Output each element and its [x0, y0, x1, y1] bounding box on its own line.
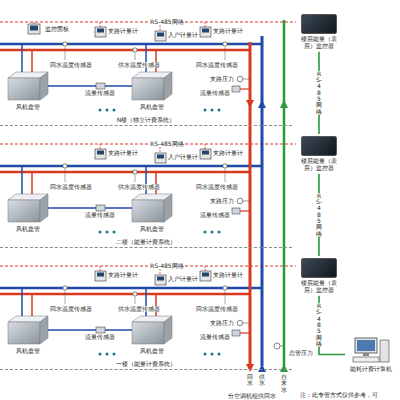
floor-title: 二楼（能量计费系统） — [114, 239, 178, 245]
part-label: 风机盘管 — [140, 226, 164, 232]
flow-arrow — [280, 100, 288, 108]
part-label: 支路计量计 — [213, 150, 243, 156]
part-label: RS-485网络 — [150, 19, 184, 25]
computer-monitor — [355, 338, 377, 353]
part-label: 流量传感器 — [85, 90, 115, 96]
part-label: 支路计量计 — [108, 272, 138, 278]
part-label: 分空调机组供回水 — [228, 393, 276, 399]
edge-label: RS-485网络 — [316, 303, 322, 347]
control-panel-screen — [30, 26, 38, 31]
node-label: 楼层能量（表层）监控器 — [298, 158, 340, 172]
part-label: 入户计量计 — [168, 276, 198, 282]
part-label: 回水温度传感器 — [196, 306, 238, 312]
part-label: 支路计量计 — [108, 150, 138, 156]
part-label: 回水温度传感器 — [196, 184, 238, 190]
monitor-screen — [301, 258, 337, 278]
flow-arrow — [258, 100, 266, 108]
edge-label: RS-485网络 — [316, 193, 322, 237]
bus-drop — [34, 22, 35, 24]
floor-monitor: 楼层能量（表层）监控器 — [296, 256, 342, 296]
water-riser — [283, 20, 286, 366]
part-label: 入户计量计 — [168, 32, 198, 38]
floor-monitor: 楼层能量（表层）监控器 — [296, 12, 342, 52]
computer-icon — [351, 336, 391, 364]
return-riser — [261, 36, 264, 366]
node-label: 能耗计费计算机 — [347, 366, 395, 373]
monitor-screen — [301, 14, 337, 34]
node-label: 楼层能量（表层）监控器 — [298, 280, 340, 294]
flow-arrow — [246, 100, 254, 108]
computer-screen — [357, 340, 375, 351]
part-label: 监控面板 — [45, 26, 69, 32]
computer-tower — [380, 340, 389, 362]
part-label: 支路压力 — [210, 76, 234, 82]
part-label: 支路压力 — [210, 320, 234, 326]
rs485-link — [319, 296, 345, 355]
part-label: 供水 — [259, 374, 265, 387]
part-label: 供水温度传感器 — [118, 62, 160, 68]
floor-illustration — [0, 266, 296, 356]
floor-title: N楼（独立计费系统） — [115, 117, 178, 123]
part-label: 风机盘管 — [16, 104, 40, 110]
part-label: 总管压力 — [289, 350, 313, 356]
flow-arrow — [246, 364, 254, 372]
keyboard — [353, 357, 379, 362]
edge-label: RS-485网络 — [316, 71, 322, 115]
part-label: 流量传感器 — [200, 334, 230, 340]
control-panel-icon — [28, 24, 40, 34]
monitor-screen — [301, 136, 337, 156]
floor-illustration — [0, 22, 296, 112]
part-label: 流量传感器 — [85, 334, 115, 340]
billing-computer: 能耗计费计算机 — [345, 334, 397, 375]
part-label: 流量传感器 — [200, 212, 230, 218]
pressure-gauge — [274, 343, 280, 349]
floor-illustration — [0, 144, 296, 234]
flow-arrow — [258, 364, 266, 372]
part-label: 风机盘管 — [16, 348, 40, 354]
part-label: 风机盘管 — [16, 226, 40, 232]
part-label: 自来水 — [281, 374, 287, 393]
part-label: 支路计量计 — [213, 28, 243, 34]
part-label: 回水温度传感器 — [50, 62, 92, 68]
part-label: 流量传感器 — [200, 90, 230, 96]
part-label: 回水温度传感器 — [50, 184, 92, 190]
part-label: 流量传感器 — [85, 212, 115, 218]
part-label: RS-485网络 — [150, 263, 184, 269]
floor-monitor: 楼层能量（表层）监控器 — [296, 134, 342, 174]
part-label: 回水温度传感器 — [196, 62, 238, 68]
part-label: 回水 — [247, 374, 253, 387]
part-label: 风机盘管 — [140, 104, 164, 110]
part-label: 支路计量计 — [108, 28, 138, 34]
part-label: 注：此专管方式仅供参考，可 — [300, 392, 378, 398]
node-label: 楼层能量（表层）监控器 — [298, 36, 340, 50]
supply-riser — [249, 42, 252, 366]
part-label: RS-485网络 — [150, 141, 184, 147]
part-label: 支路计量计 — [213, 272, 243, 278]
part-label: 支路压力 — [210, 198, 234, 204]
part-label: 供水温度传感器 — [118, 306, 160, 312]
part-label: 风机盘管 — [140, 348, 164, 354]
floor-title: 一楼（能量计费系统） — [114, 361, 178, 367]
computer-stand — [363, 353, 369, 356]
part-label: 回水温度传感器 — [50, 306, 92, 312]
gauge-stem — [280, 346, 284, 347]
flow-arrow — [280, 364, 288, 372]
part-label: 供水温度传感器 — [118, 184, 160, 190]
part-label: 入户计量计 — [168, 154, 198, 160]
